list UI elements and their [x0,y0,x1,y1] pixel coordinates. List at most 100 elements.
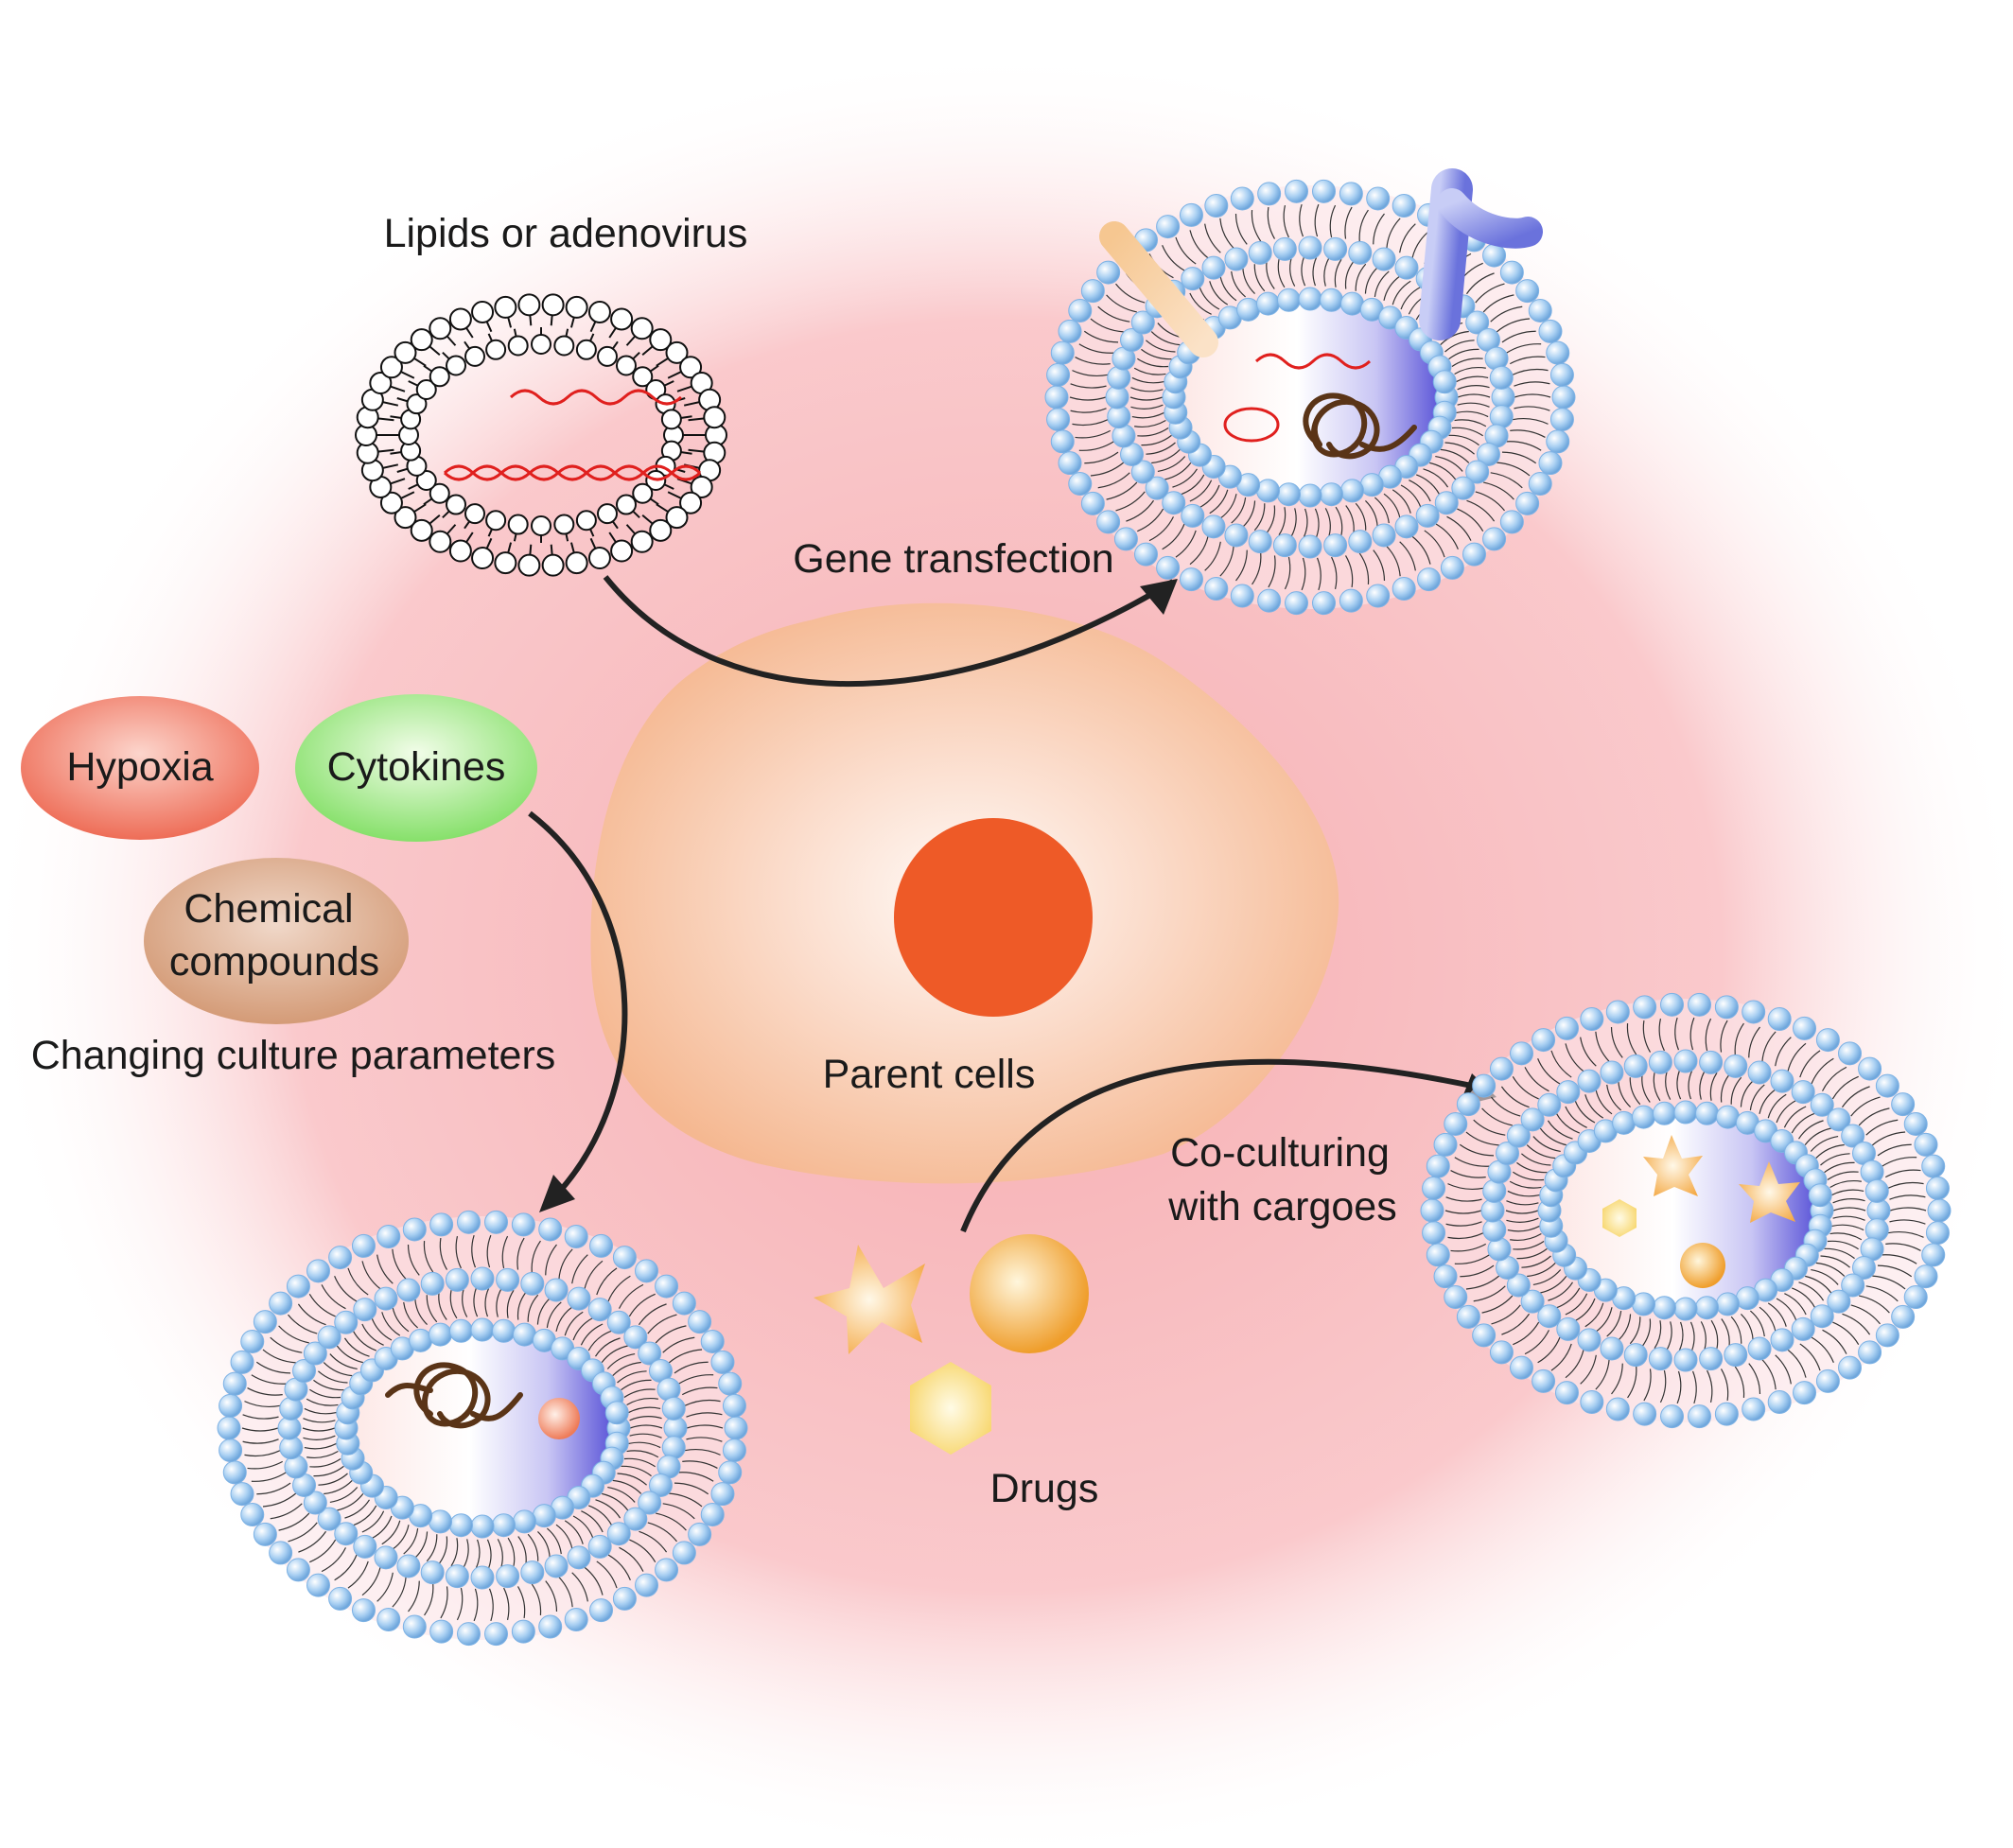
membrane-bead [634,1573,658,1597]
drugs-label: Drugs [989,1466,1099,1512]
membrane-bead [724,1416,748,1440]
membrane-bead [269,1291,293,1316]
membrane-bead [1372,523,1396,548]
membrane-bead [1476,442,1500,466]
lipid-head [494,295,517,319]
membrane-bead [1770,1069,1794,1093]
lipid-head [597,503,618,525]
membrane-bead [492,1318,516,1343]
membrane-bead [306,1259,331,1283]
membrane-bead [1080,279,1105,304]
membrane-bead [1432,370,1457,394]
coculture-label-line2: with cargoes [1168,1184,1397,1230]
membrane-bead [1339,588,1363,613]
membrane-bead [672,1541,696,1565]
membrane-bead [1444,1111,1468,1136]
membrane-bead [1695,1101,1720,1125]
lipid-head [429,530,452,553]
membrane-bead [1433,1264,1458,1289]
lipid-head [446,355,467,376]
membrane-bead [1605,1000,1630,1024]
membrane-bead [1791,1080,1815,1105]
membrane-bead [1699,1347,1724,1371]
lipid-head [471,547,495,570]
lipid-head [464,345,485,367]
membrane-bead [1298,287,1322,311]
membrane-bead [1204,577,1229,601]
membrane-bead [638,1341,662,1366]
membrane-bead [1600,1060,1624,1085]
membrane-bead [1113,527,1138,551]
membrane-bead [230,1482,254,1507]
membrane-bead [589,1233,614,1258]
membrane-bead [286,1274,310,1299]
membrane-bead [1520,1107,1545,1132]
membrane-bead [328,1246,353,1270]
membrane-bead [396,1278,421,1302]
membrane-bead [484,1210,509,1234]
membrane-bead [1465,460,1490,484]
membrane-bead [1605,1397,1630,1421]
membrane-bead [292,1359,317,1384]
membrane-bead [306,1573,331,1597]
membrane-bead [1554,1016,1579,1040]
lipid-head [531,515,551,536]
membrane-bead [1298,483,1322,508]
membrane-bead [1903,1285,1928,1310]
membrane-bead [1248,530,1272,554]
membrane-bead [1068,298,1093,323]
membrane-bead [303,1491,327,1515]
membrane-bead [1532,1028,1556,1053]
hypoxia-label: Hypoxia [66,744,214,791]
lipid-head [565,295,588,319]
membrane-bead [634,1259,658,1283]
membrane-bead [710,1350,735,1374]
lipid-head [649,328,673,352]
membrane-bead [1506,1273,1531,1298]
membrane-bead [1652,1296,1676,1320]
membrane-bead [1648,1050,1672,1074]
lipid-head [415,379,437,400]
membrane-bead [722,1438,746,1463]
membrane-bead [1298,534,1322,559]
membrane-bead [1339,182,1363,206]
lipid-head [517,553,541,577]
coculture-label-line1: Co-culturing [1170,1130,1390,1177]
membrane-bead [1276,288,1301,312]
membrane-bead [655,1558,679,1582]
membrane-bead [606,1310,631,1334]
membrane-bead [240,1503,265,1527]
membrane-bead [1546,340,1570,365]
membrane-bead [1348,240,1373,265]
membrane-bead [1891,1304,1916,1329]
membrane-bead [445,1564,469,1589]
membrane-bead [1659,992,1684,1017]
membrane-bead [1612,1110,1637,1135]
membrane-bead [1456,1092,1480,1117]
lipid-head [665,340,689,364]
membrane-bead [1538,319,1563,343]
lipid-head [415,470,437,491]
membrane-bead [587,1534,612,1559]
membrane-bead [1426,1243,1450,1267]
vesicle-gene-contents [1099,168,1543,460]
lipid-head [630,530,654,553]
lipid-head [464,503,485,525]
membrane-bead [1181,503,1205,528]
membrane-bead [1444,1285,1468,1310]
membrane-bead [567,1545,591,1570]
membrane-bead [286,1558,310,1582]
membrane-bead [496,1267,520,1292]
membrane-bead [718,1460,743,1485]
vesicle-culture-icon [217,1210,748,1647]
lipid-head [471,300,495,323]
lipid-head [587,300,611,323]
membrane-bead [1096,260,1121,285]
lipid-head [690,475,713,498]
membrane-bead [1891,1092,1916,1117]
membrane-bead [1156,555,1181,580]
membrane-bead [1747,1060,1772,1085]
membrane-bead [1392,193,1416,218]
membrane-bead [1058,451,1082,476]
membrane-bead [402,1217,427,1242]
